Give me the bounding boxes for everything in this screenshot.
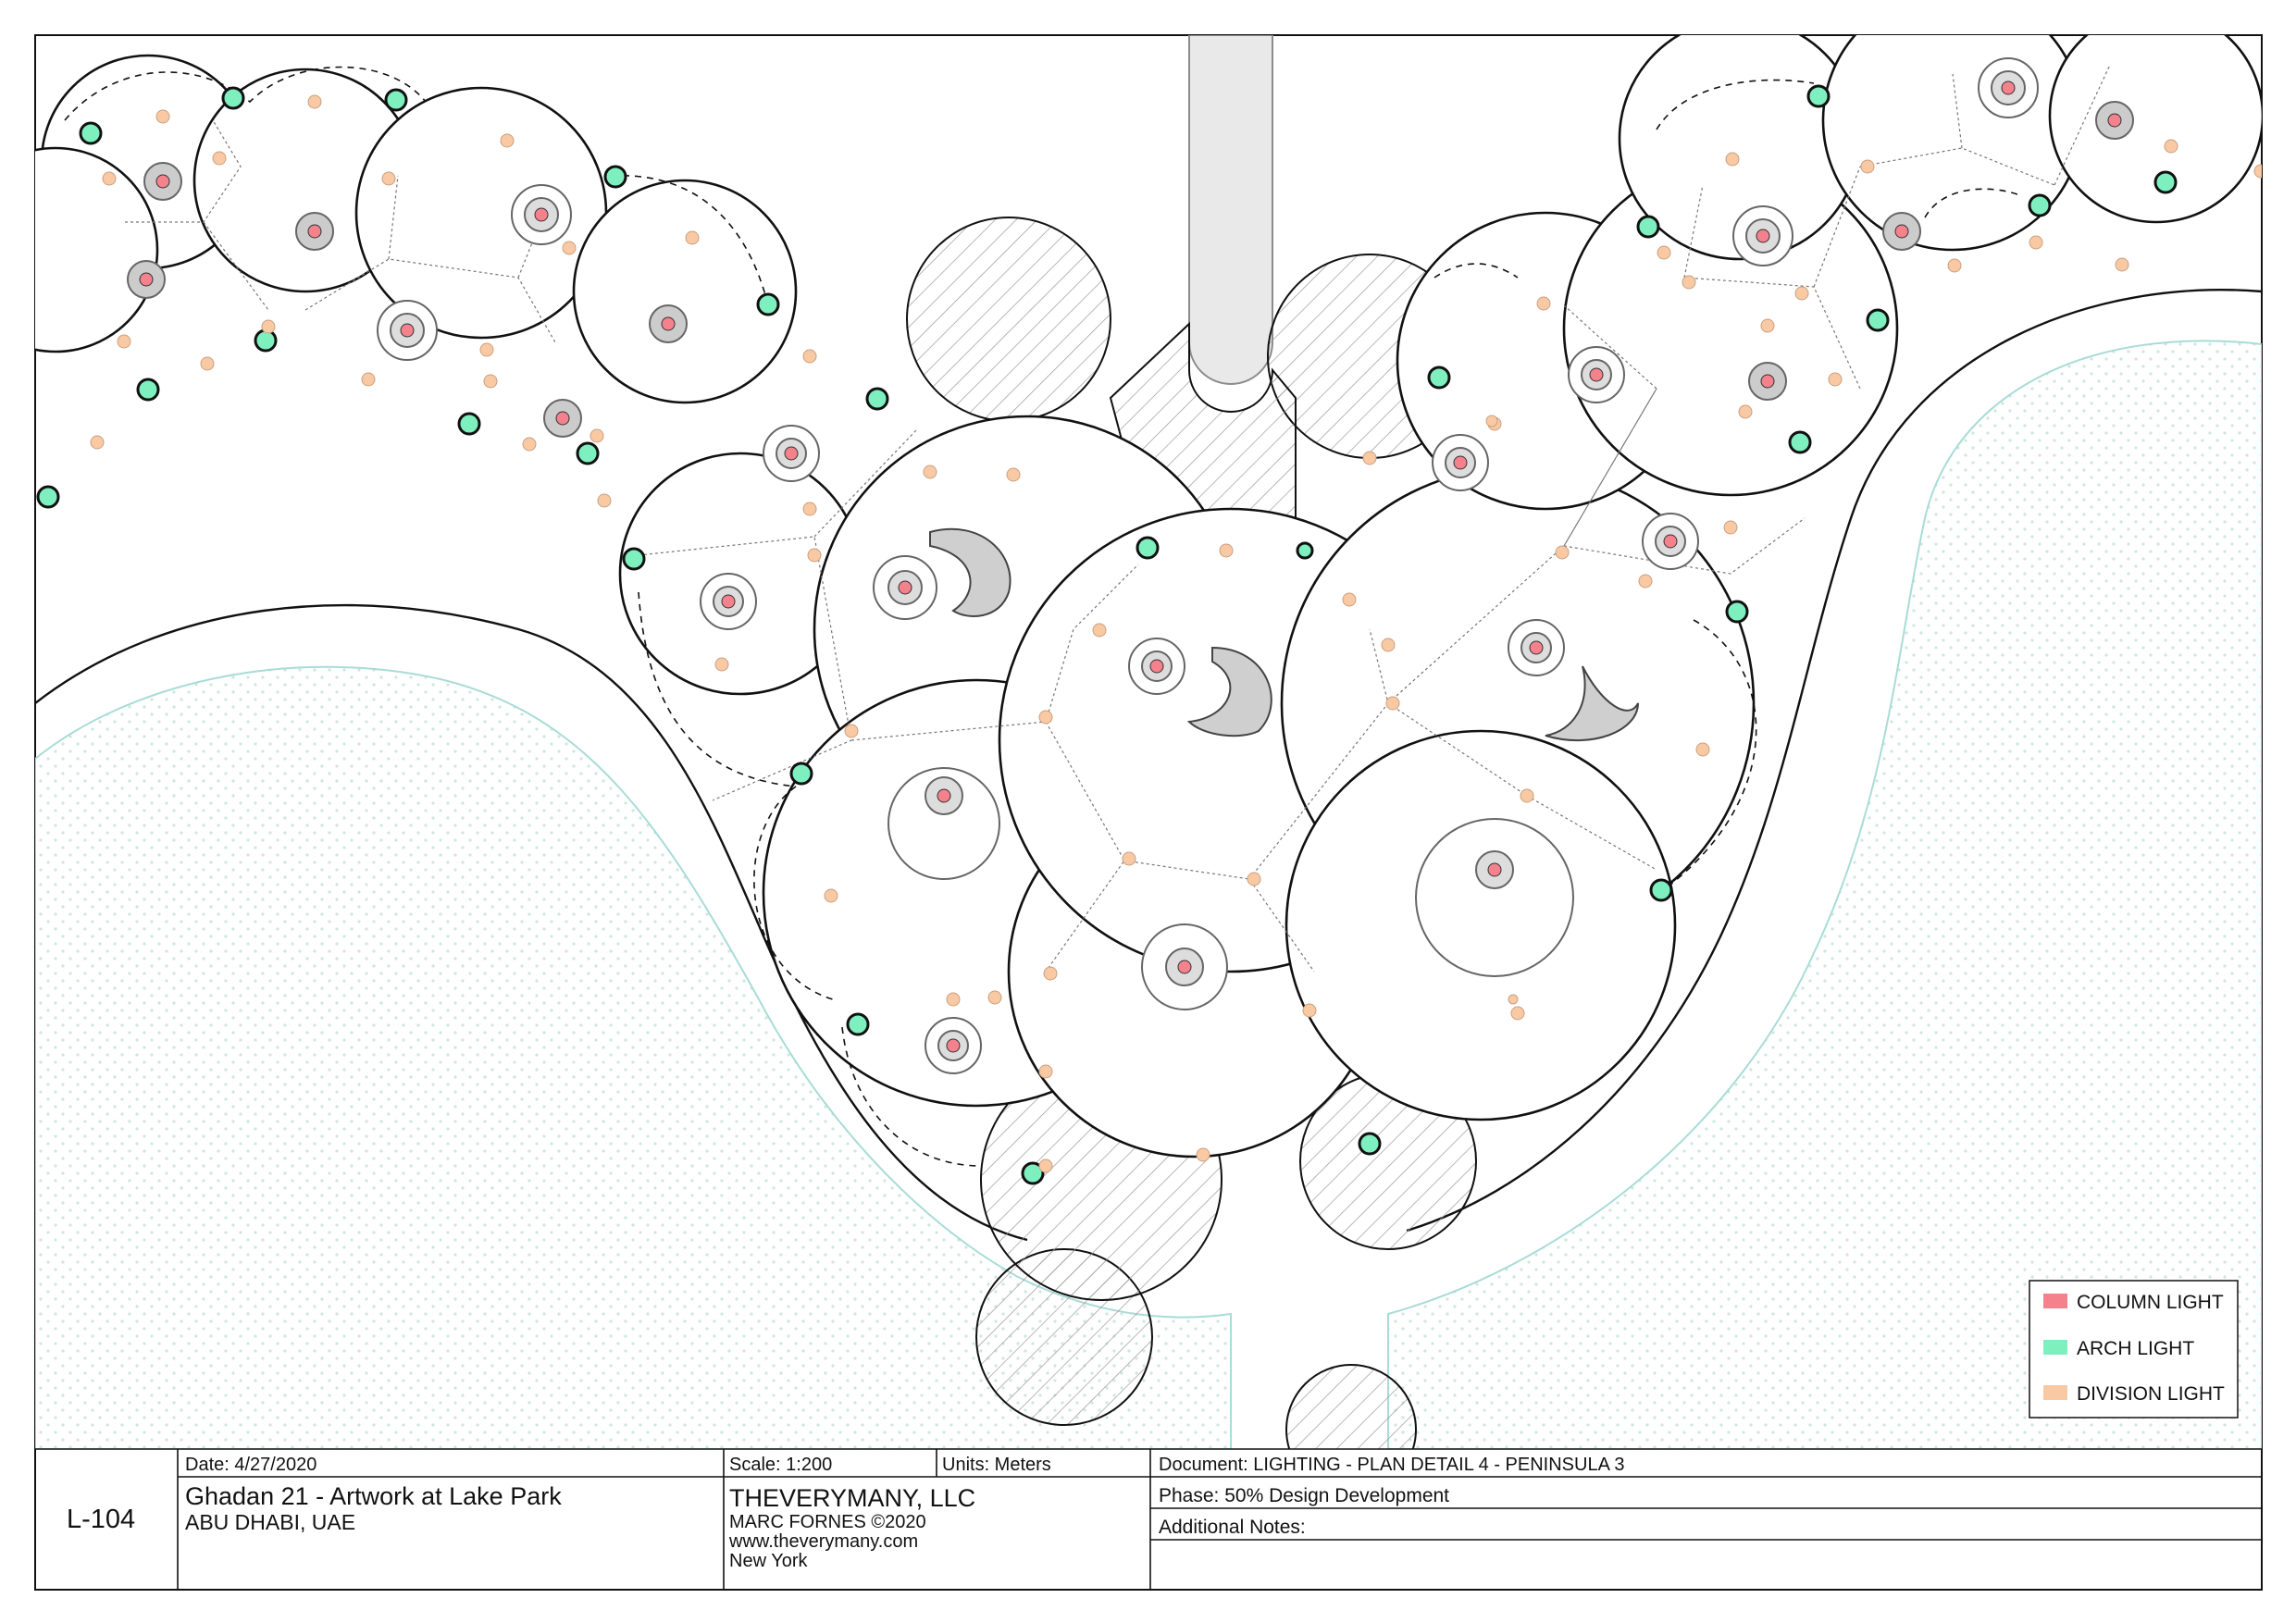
legend-swatch-division-light — [2043, 1385, 2067, 1400]
sheet-number: L-104 — [67, 1505, 135, 1534]
column-light-cores — [139, 81, 2122, 1053]
company-name: THEVERYMANY, LLC — [729, 1484, 975, 1512]
plan-drawing — [35, 35, 2262, 1449]
date-field: Date: 4/27/2020 — [185, 1455, 316, 1475]
phase-field: Phase: 50% Design Development — [1159, 1485, 1449, 1506]
units-field: Units: Meters — [942, 1455, 1051, 1475]
path-edge-right — [1406, 289, 2262, 1233]
path-edge-left — [35, 603, 1028, 1242]
company-city: New York — [729, 1551, 808, 1571]
legend-label-arch-light: ARCH LIGHT — [2077, 1338, 2194, 1359]
legend-swatch-column-light — [2043, 1294, 2067, 1308]
company-website: www.theverymany.com — [728, 1531, 918, 1552]
legend-item: COLUMN LIGHT — [2043, 1292, 2224, 1313]
legend-item: ARCH LIGHT — [2043, 1338, 2194, 1359]
designer-credit: MARC FORNES ©2020 — [729, 1512, 926, 1532]
document-field: Document: LIGHTING - PLAN DETAIL 4 - PEN… — [1159, 1455, 1625, 1475]
project-location: ABU DHABI, UAE — [185, 1510, 355, 1534]
legend-label-column-light: COLUMN LIGHT — [2077, 1292, 2224, 1313]
division-light-fixtures — [90, 94, 2262, 1173]
lake-water-right — [1387, 340, 2262, 1449]
project-title: Ghadan 21 - Artwork at Lake Park — [185, 1482, 562, 1510]
scale-field: Scale: 1:200 — [729, 1455, 832, 1475]
entry-walkway — [1188, 35, 1273, 385]
legend-item: DIVISION LIGHT — [2043, 1383, 2225, 1405]
additional-notes-field: Additional Notes: — [1159, 1517, 1306, 1538]
column-light-fixtures — [127, 57, 2134, 1074]
title-block — [35, 1448, 2262, 1590]
title-block-text: L-104 Date: 4/27/2020 Ghadan 21 - Artwor… — [67, 1455, 1625, 1571]
legend-swatch-arch-light — [2043, 1340, 2067, 1355]
legend-label-division-light: DIVISION LIGHT — [2077, 1383, 2225, 1405]
arch-light-fixtures — [36, 84, 2178, 1185]
legend: COLUMN LIGHT ARCH LIGHT DIVISION LIGHT — [2029, 1280, 2239, 1419]
crescent-fixtures — [929, 527, 1639, 742]
dashed-edge-traces — [64, 66, 2018, 1167]
